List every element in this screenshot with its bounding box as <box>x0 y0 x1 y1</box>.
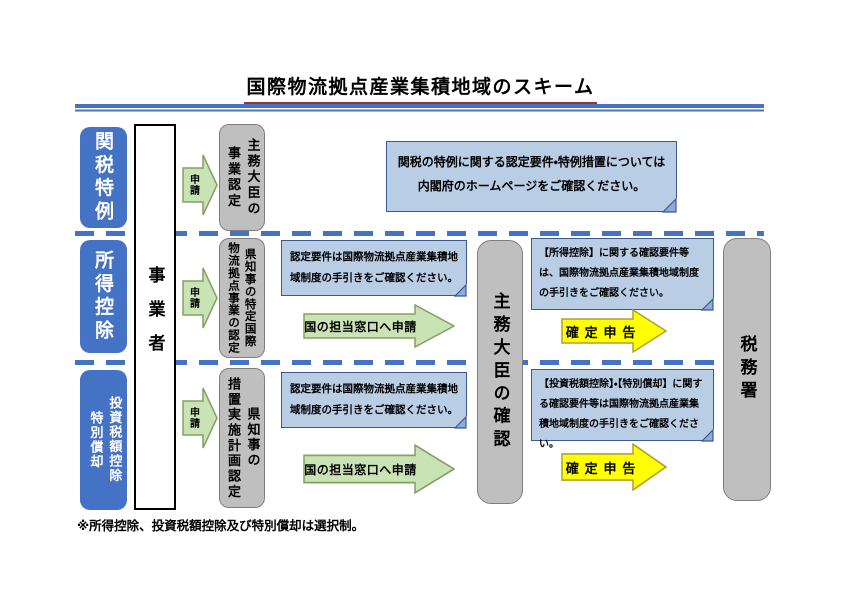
callout-investment-requirements: 認定要件は国際物流拠点産業集積地域制度の手引きをご確認ください。 <box>281 372 468 429</box>
apply-arrow-2: 申請 <box>182 267 218 329</box>
callout-investment-confirmation: 【投資税額控除】・【特別償却】に関する確認要件等は国際物流拠点産業集積地域制度の… <box>531 369 715 450</box>
callout-customs: 関税の特例に関する認定要件・特例措置については 内閣府のホームページをご確認くだ… <box>386 141 678 213</box>
approval-governor-logistics: 県知事の特定国際 物流拠点事業の認定 <box>219 238 265 358</box>
dashed-separator-1 <box>75 231 764 236</box>
right-arrow-icon <box>182 267 218 329</box>
flow-arrow-tax-return-invest: 確定申告 <box>561 443 667 491</box>
folded-corner-icon <box>661 196 678 213</box>
footnote: ※所得控除、投資税額控除及び特別償却は選択制。 <box>77 518 365 533</box>
category-income-deduction: 所得控除 <box>80 240 127 353</box>
folded-corner-icon <box>453 282 468 297</box>
folded-corner-icon <box>700 296 715 311</box>
double-rule <box>75 104 764 112</box>
right-arrow-icon <box>303 444 455 494</box>
right-arrow-icon <box>182 154 218 216</box>
category-investment-tax-credit: 投資税額控除 特別償却 <box>80 370 127 510</box>
minister-confirmation-box: 主務大臣の確認 <box>477 240 523 504</box>
apply-arrow-3: 申請 <box>182 387 218 449</box>
folded-corner-icon <box>453 414 468 429</box>
flow-arrow-national-desk-income: 国の担当窓口へ申請 <box>303 304 455 348</box>
folded-corner-icon <box>700 427 715 442</box>
approval-minister-business: 主務大臣の 事業認定 <box>219 124 265 231</box>
business-entity-box: 事業者 <box>134 124 176 510</box>
right-arrow-icon <box>303 304 455 348</box>
tax-office-box: 税務署 <box>723 238 771 501</box>
right-arrow-icon <box>561 443 667 491</box>
apply-arrow-1: 申請 <box>182 154 218 216</box>
dashed-separator-2 <box>75 360 764 365</box>
right-arrow-icon <box>182 387 218 449</box>
callout-income-requirements: 認定要件は国際物流拠点産業集積地域制度の手引きをご確認ください。 <box>281 240 468 297</box>
page-title-wrap: 国際物流拠点産業集積地域のスキーム <box>0 72 841 104</box>
flow-arrow-national-desk-invest: 国の担当窓口へ申請 <box>303 444 455 494</box>
callout-income-confirmation: 【所得控除】に関する確認要件等は、国際物流拠点産業集積地域制度の手引きをご確認く… <box>531 238 715 311</box>
approval-governor-plan: 県知事の 措置実施計画認定 <box>219 368 265 508</box>
category-customs-special: 関税特例 <box>80 127 127 228</box>
page-title: 国際物流拠点産業集積地域のスキーム <box>243 72 598 104</box>
flow-arrow-tax-return-income: 確定申告 <box>561 309 667 353</box>
right-arrow-icon <box>561 309 667 353</box>
